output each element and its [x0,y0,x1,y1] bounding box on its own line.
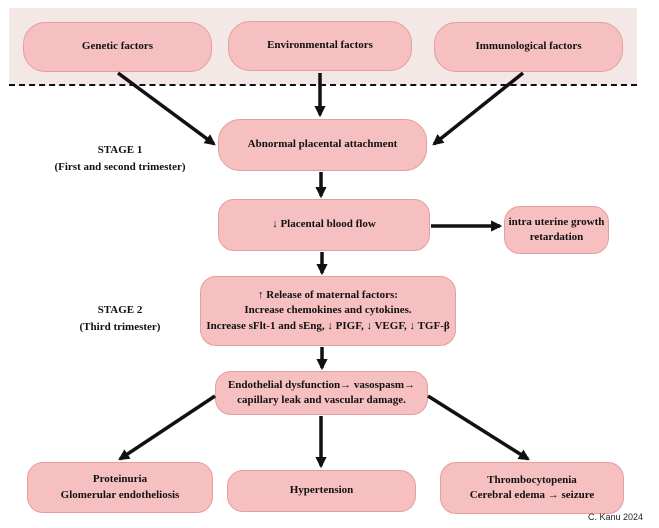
maternal-factors-line-1: ↑ Release of maternal factors: [258,288,398,301]
stage-1-subtitle: (First and second trimester) [54,161,186,174]
stage-2-title: STAGE 2 [97,304,143,316]
stage-2-label: STAGE 2 (Third trimester) [40,302,200,336]
iugr-line-2: retardation [529,231,584,243]
stage-2-subtitle: (Third trimester) [79,321,161,334]
arrow-genetic-to-attachment [116,71,216,146]
arrow-endothelial-to-proteinuria [118,394,216,461]
endothelial-dysfunction-box: Endothelial dysfunction→ vasospasm→ capi… [215,371,428,415]
iugr-box: intra uterine growth retardation [504,206,609,254]
arrow-endothelial-to-thrombocytopenia [427,394,530,461]
stage-1-title: STAGE 1 [97,144,143,156]
abnormal-placental-attachment-box: Abnormal placental attachment [218,119,427,171]
maternal-factors-box: ↑ Release of maternal factors: Increase … [200,276,456,346]
maternal-factors-line-3: Increase sFlt-1 and sEng, ↓ PIGF, ↓ VEGF… [206,319,450,332]
placental-blood-flow-label: ↓ Placental blood flow [272,218,376,231]
immunological-factors-label: Immunological factors [475,40,582,53]
stage-divider [9,84,637,86]
stage-1-label: STAGE 1 (First and second trimester) [40,142,200,176]
immunological-factors-box: Immunological factors [434,22,623,72]
credit-text: C. Kanu 2024 [587,512,643,522]
arrow-immunological-to-attachment [432,71,525,146]
environmental-factors-label: Environmental factors [267,39,373,52]
maternal-factors-line-2: Increase chemokines and cytokines. [244,304,412,317]
iugr-line-1: intra uterine growth [508,215,605,228]
thrombocytopenia-line-1: Thrombocytopenia [487,473,577,486]
endothelial-line-2: capillary leak and vascular damage. [237,394,406,406]
thrombocytopenia-box: Thrombocytopenia Cerebral edema → seizur… [440,462,624,514]
genetic-factors-label: Genetic factors [81,40,154,53]
hypertension-box: Hypertension [227,470,416,512]
endothelial-line-1: Endothelial dysfunction→ vasospasm→ [227,378,416,391]
environmental-factors-box: Environmental factors [228,21,412,71]
proteinuria-line-1: Proteinuria [92,473,148,486]
genetic-factors-box: Genetic factors [23,22,212,72]
hypertension-label: Hypertension [289,484,354,497]
placental-blood-flow-box: ↓ Placental blood flow [218,199,430,251]
proteinuria-line-2: Glomerular endotheliosis [60,488,180,501]
abnormal-placental-attachment-label: Abnormal placental attachment [247,138,398,151]
proteinuria-box: Proteinuria Glomerular endotheliosis [27,462,213,513]
thrombocytopenia-line-2: Cerebral edema → seizure [469,489,595,501]
